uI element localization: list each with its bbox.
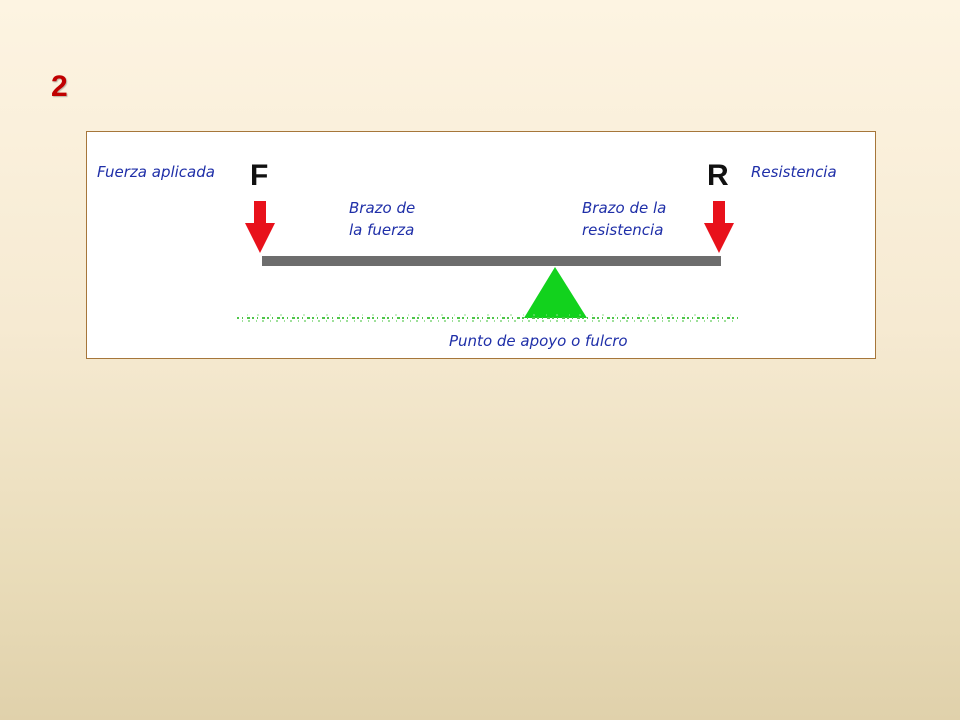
lever-bar: [262, 256, 721, 266]
force-letter: F: [250, 159, 268, 192]
fulcrum-triangle-icon: [524, 267, 587, 318]
resistance-arm-label-line2: resistencia: [582, 221, 663, 239]
fulcrum-label: Punto de apoyo o fulcro: [449, 332, 628, 350]
resistance-letter: R: [707, 159, 729, 192]
slide-number: 2: [51, 70, 68, 103]
applied-force-label: Fuerza aplicada: [97, 163, 215, 181]
resistance-arrow-icon: [704, 201, 734, 253]
force-arrow-icon: [245, 201, 275, 253]
resistance-label: Resistencia: [751, 163, 837, 181]
lever-diagram-svg: Fuerza aplicada F R Resistencia Brazo de…: [97, 159, 837, 350]
resistance-arm-label-line1: Brazo de la: [582, 199, 666, 217]
force-arm-label-line1: Brazo de: [349, 199, 415, 217]
force-arm-label-line2: la fuerza: [349, 221, 414, 239]
ground-line: [237, 314, 742, 322]
lever-diagram: Fuerza aplicada F R Resistencia Brazo de…: [86, 131, 876, 359]
